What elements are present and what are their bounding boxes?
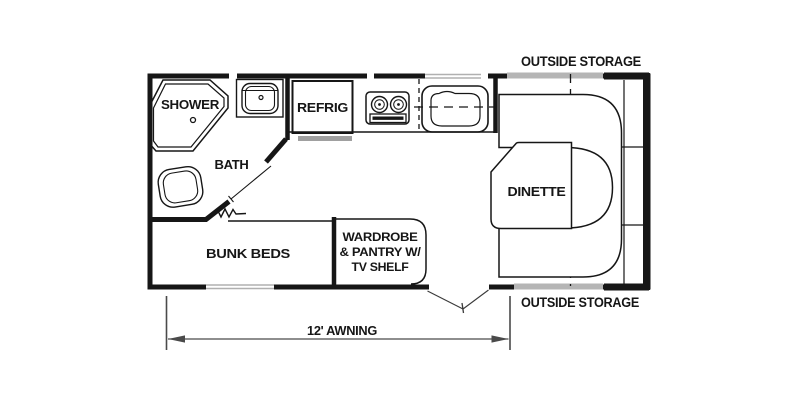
refrigerator-vent	[298, 136, 352, 141]
bunk-wardrobe	[228, 217, 427, 287]
dinette-label: DINETTE	[508, 185, 566, 199]
windows-and-hatches	[206, 72, 603, 290]
dinette-bench	[498, 93, 623, 278]
wardrobe-label-line3: TV SHELF	[352, 260, 409, 274]
outside-storage-bottom-label: OUTSIDE STORAGE	[521, 295, 639, 310]
dinette-area	[490, 74, 645, 286]
awning-arrow-right	[491, 335, 509, 343]
stove-burner-right	[389, 95, 408, 114]
bath-sink	[241, 82, 279, 115]
awning-label: 12' AWNING	[307, 323, 377, 338]
outside-storage-top-label: OUTSIDE STORAGE	[521, 54, 641, 69]
bathroom	[148, 76, 290, 222]
entry-door-swing	[427, 289, 489, 314]
kitchen	[288, 76, 498, 141]
awning-dimension	[165, 296, 511, 350]
shower-label: SHOWER	[161, 98, 219, 112]
wardrobe-cabinet	[336, 218, 427, 285]
wardrobe-label-line1: WARDROBE	[343, 230, 418, 244]
stove-cooktop	[365, 91, 410, 125]
bunk-window	[206, 283, 274, 290]
bath-sink-inner	[244, 85, 276, 112]
bath-door-spring	[212, 207, 247, 219]
bath-angled-wall-top	[264, 137, 288, 164]
awning-arrow-left	[168, 335, 185, 343]
stove-burner-left	[370, 95, 389, 114]
window-gap-galley-right	[481, 72, 488, 80]
labels: OUTSIDE STORAGE SHOWER REFRIG BATH DINET…	[161, 54, 642, 338]
entry-door-opening	[429, 282, 489, 290]
bath-faucet	[258, 94, 264, 101]
stove-grill	[369, 113, 407, 124]
dinette-table	[490, 141, 573, 230]
shower-pan-inner	[152, 83, 225, 148]
window-gap-bath	[229, 72, 237, 80]
bath-vanity	[235, 78, 284, 118]
kitchen-window	[425, 72, 481, 80]
refrigerator	[291, 80, 354, 134]
bath-label: BATH	[215, 157, 249, 172]
toilet	[157, 165, 204, 208]
outside-storage-hatch-bottom	[514, 283, 603, 290]
bunk-beds-label: BUNK BEDS	[206, 246, 291, 261]
window-gap-galley-left	[367, 72, 374, 80]
wardrobe-label-line2: & PANTRY W/	[340, 245, 422, 259]
shower-drain	[189, 116, 197, 124]
kitchen-sink-basin	[430, 90, 481, 127]
refrig-label: REFRIG	[297, 101, 348, 115]
kitchen-sink	[421, 85, 489, 133]
outside-storage-hatch-top	[507, 72, 603, 79]
shower-pan	[148, 79, 229, 152]
bath-angled-wall-bottom	[150, 199, 231, 222]
bath-door-swing	[230, 165, 272, 200]
